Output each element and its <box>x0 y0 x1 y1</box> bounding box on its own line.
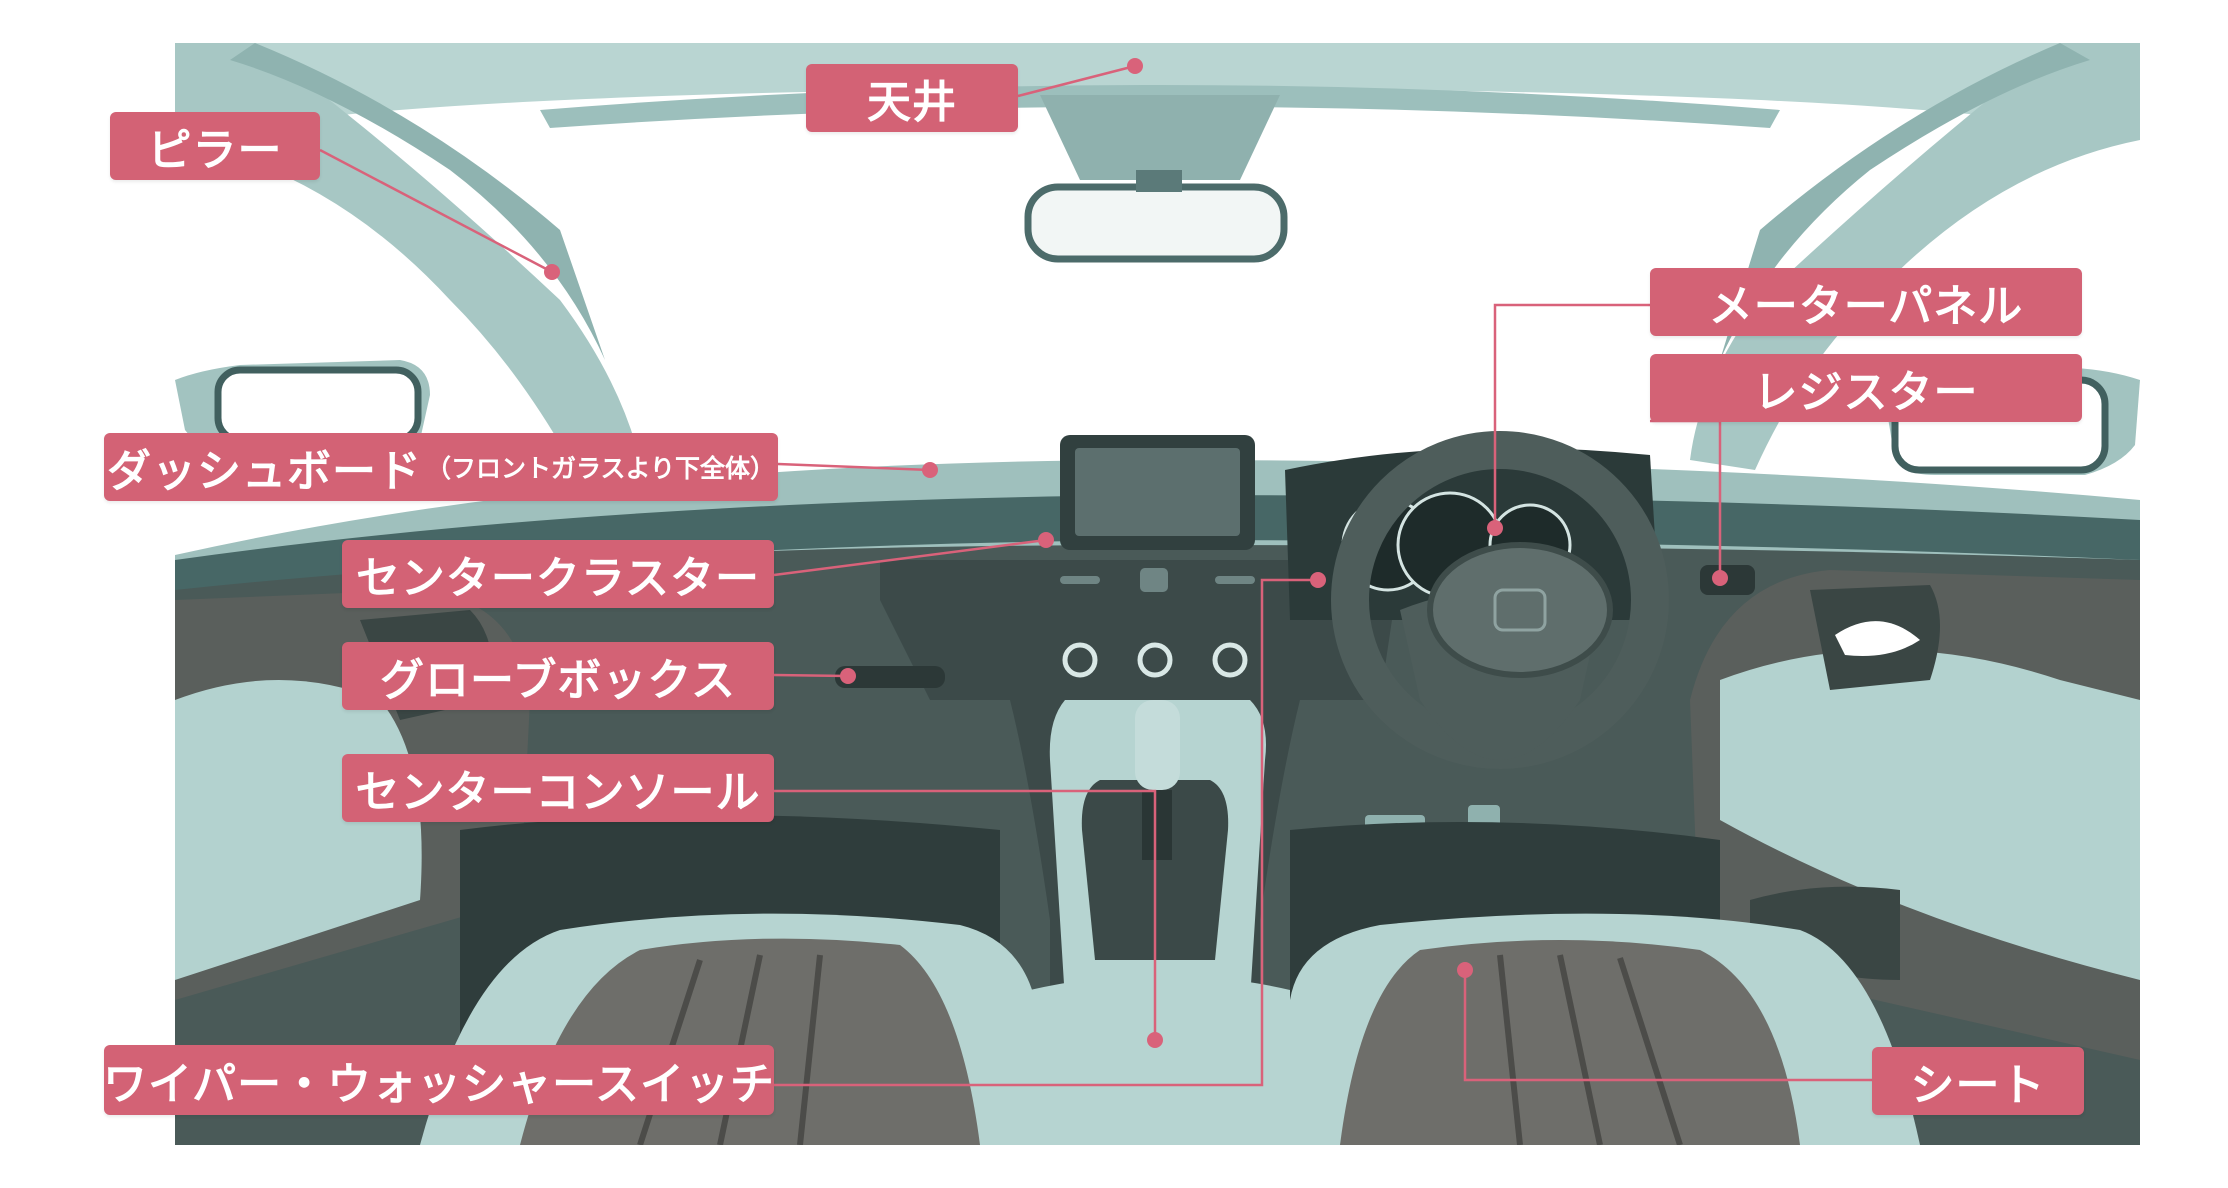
leader-register <box>1650 419 1722 578</box>
anchor-dashboard <box>922 462 938 478</box>
label-seat: シート <box>1872 1047 2084 1115</box>
label-center-console: センターコンソール <box>342 754 774 822</box>
armrest <box>1020 975 1300 1145</box>
leader-glovebox <box>773 673 849 678</box>
leader-ceiling <box>1017 64 1136 98</box>
anchor-center-cluster <box>1038 532 1054 548</box>
label-dashboard-text: ダッシュボード <box>106 446 422 497</box>
label-center-cluster: センタークラスター <box>342 540 774 608</box>
label-register: レジスター <box>1650 354 2082 422</box>
anchor-register <box>1712 570 1728 586</box>
label-glovebox-text: グローブボックス <box>379 655 737 706</box>
anchor-pillar <box>544 264 560 280</box>
leader-center-cluster <box>773 538 1047 577</box>
label-seat-text: シート <box>1910 1060 2046 1111</box>
label-center-cluster-text: センタークラスター <box>355 553 761 604</box>
label-pillar-text: ピラー <box>147 125 283 176</box>
label-ceiling-text: 天井 <box>867 77 957 128</box>
anchor-meter-panel <box>1487 520 1503 536</box>
label-center-console-text: センターコンソール <box>355 767 761 818</box>
gear-shifter <box>1135 700 1180 790</box>
anchor-center-console <box>1147 1032 1163 1048</box>
anchor-wiper-switch <box>1310 572 1326 588</box>
anchor-glovebox <box>840 668 856 684</box>
label-dashboard: ダッシュボード（フロントガラスより下全体） <box>104 433 778 501</box>
label-wiper-switch-text: ワイパー・ウォッシャースイッチ <box>103 1059 775 1110</box>
anchor-ceiling <box>1127 58 1143 74</box>
leader-seat <box>1463 970 1872 1082</box>
leader-pillar <box>319 148 553 274</box>
label-ceiling: 天井 <box>806 64 1018 132</box>
ceiling-overhead-panel <box>1040 95 1280 180</box>
label-pillar: ピラー <box>110 112 320 180</box>
leader-dashboard <box>777 462 931 472</box>
label-meter-panel: メーターパネル <box>1650 268 2082 336</box>
anchor-seat <box>1457 962 1473 978</box>
label-meter-panel-text: メーターパネル <box>1708 281 2024 332</box>
label-wiper-switch: ワイパー・ウォッシャースイッチ <box>103 1045 775 1115</box>
leader-center-console <box>774 789 1157 1040</box>
leader-meter-panel <box>1493 303 1650 528</box>
label-dashboard-note: （フロントガラスより下全体） <box>425 454 775 483</box>
leader-wiper-switch <box>774 578 1318 1087</box>
label-glovebox: グローブボックス <box>342 642 774 710</box>
glovebox-handle <box>835 666 945 688</box>
label-register-text: レジスター <box>1753 367 1979 418</box>
